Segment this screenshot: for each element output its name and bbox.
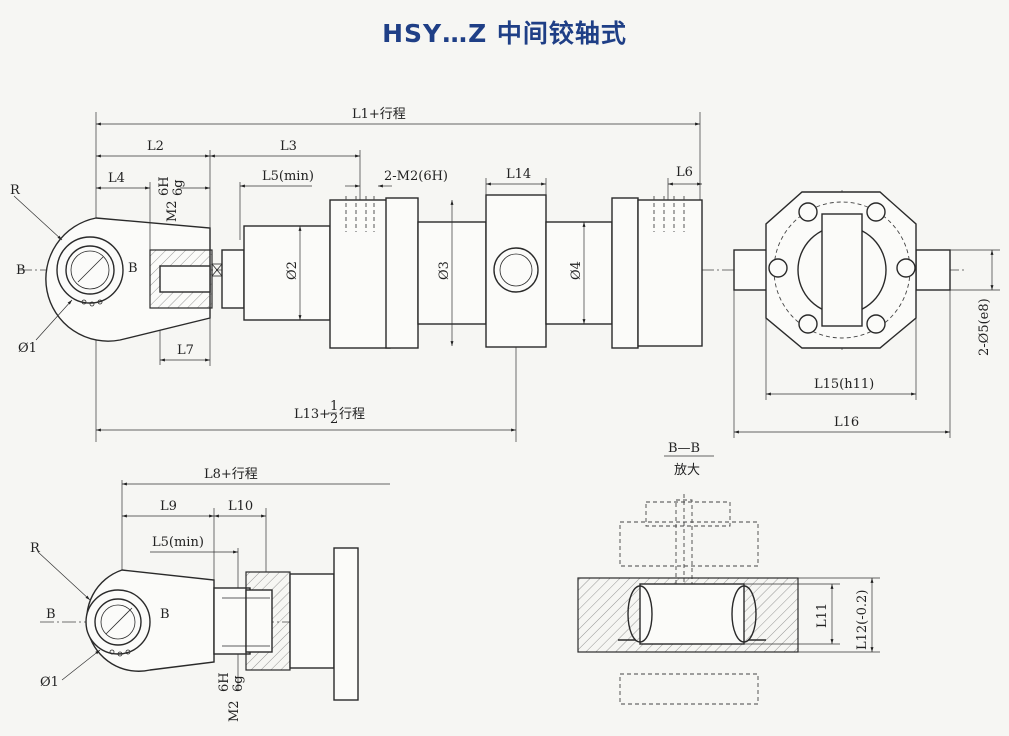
label-l2: L2 — [147, 139, 164, 154]
label-l9: L9 — [160, 499, 177, 514]
label-l5: L5(min) — [262, 169, 314, 184]
cylinder-end-view — [725, 190, 1000, 438]
page-title: HSY…Z 中间铰轴式 — [382, 19, 627, 48]
section-b-b — [577, 455, 880, 705]
label-r-detail: R — [30, 541, 41, 556]
cylinder-side-view — [13, 112, 725, 442]
label-b-detail-left: B — [46, 607, 56, 622]
label-l15: L15(h11) — [814, 377, 874, 392]
label-m2-fit-top: 6H — [157, 176, 172, 196]
label-l16: L16 — [834, 415, 859, 430]
label-l6: L6 — [676, 165, 693, 180]
label-m2-fit-bottom: 6g — [171, 179, 186, 196]
label-m2-detail: M2 — [227, 700, 242, 722]
label-phi3: Ø3 — [437, 261, 452, 280]
label-l3: L3 — [280, 139, 297, 154]
label-b-right: B — [128, 261, 138, 276]
label-section: B—B — [668, 441, 700, 456]
label-l5-detail: L5(min) — [152, 535, 204, 550]
label-b-left: B — [16, 263, 26, 278]
label-phi1: Ø1 — [18, 341, 37, 356]
label-l11: L11 — [815, 603, 830, 628]
label-l10: L10 — [228, 499, 253, 514]
label-phi5: 2-Ø5(e8) — [977, 298, 992, 356]
label-m2-detail-fit-bottom: 6g — [231, 675, 246, 692]
label-m2-port: 2-M2(6H) — [384, 169, 448, 184]
label-l8: L8+行程 — [204, 467, 258, 482]
label-phi1-detail: Ø1 — [40, 675, 59, 690]
label-half-stroke: 行程 — [339, 407, 365, 422]
label-l14: L14 — [506, 167, 531, 182]
label-half-num: 1 — [330, 399, 338, 414]
label-m2: M2 — [165, 200, 180, 222]
label-l4: L4 — [108, 171, 125, 186]
label-phi4: Ø4 — [569, 261, 584, 280]
label-l1: L1+行程 — [352, 107, 406, 122]
label-b-detail-right: B — [160, 607, 170, 622]
label-enlarged: 放大 — [674, 463, 700, 478]
label-phi2: Ø2 — [285, 261, 300, 280]
rod-end-detail — [37, 480, 390, 701]
label-l12: L12(-0.2) — [855, 590, 870, 650]
label-l7: L7 — [177, 343, 194, 358]
label-r: R — [10, 183, 21, 198]
label-half-den: 2 — [330, 412, 338, 427]
label-m2-detail-fit-top: 6H — [217, 672, 232, 692]
label-l13: L13+ — [294, 407, 330, 422]
